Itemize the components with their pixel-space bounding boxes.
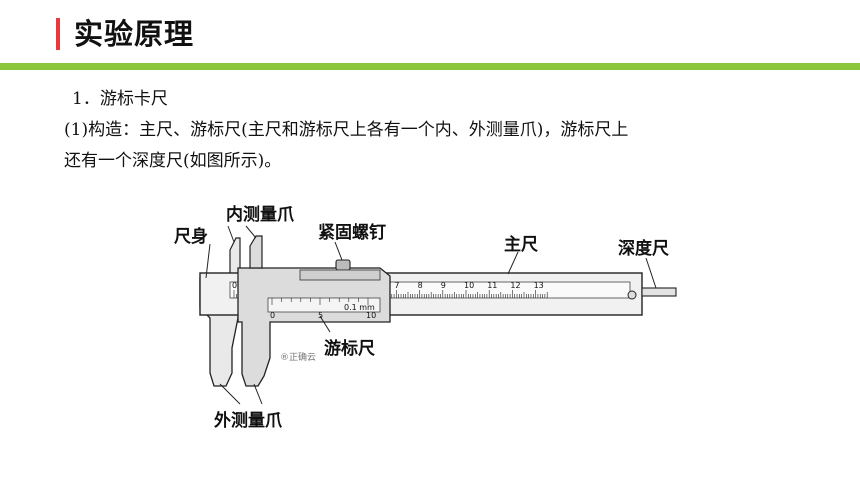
leader-depth-rod (645, 257, 657, 289)
label-inner-jaws: 内测量爪 (226, 204, 295, 225)
label-vernier: 游标尺 (324, 338, 375, 359)
label-main-scale: 主尺 (504, 234, 538, 255)
vernier-scale-ticks (271, 298, 369, 305)
label-depth-rod: 深度尺 (618, 238, 669, 259)
watermark: ®正确云 (280, 351, 316, 363)
label-lock-screw: 紧固螺钉 (318, 222, 386, 243)
moving-inner-jaw (249, 235, 263, 269)
main-tick-label: 10 (464, 281, 474, 290)
leader-inner-jaws-a (227, 225, 235, 243)
content-body: 1．游标卡尺 (1)构造：主尺、游标尺(主尺和游标尺上各有一个内、外测量爪)，游… (64, 84, 824, 177)
vernier-slider (237, 267, 391, 387)
end-screw-icon (627, 290, 637, 300)
leader-outer-jaws-b (253, 383, 263, 405)
leader-main-scale (507, 251, 519, 275)
label-body: 尺身 (174, 226, 208, 247)
main-tick-label: 9 (441, 281, 446, 290)
main-tick-label: 12 (510, 281, 520, 290)
vernier-num-0: 0 (270, 311, 275, 320)
leader-lock-screw (334, 241, 343, 261)
vernier-caliper-figure: 012345678910111213 0 5 10 0.1 mm 尺身 内测量爪… (170, 198, 690, 438)
main-tick-label: 11 (487, 281, 497, 290)
slider-top-plate (299, 269, 381, 281)
leader-outer-jaws-a (219, 383, 241, 405)
leader-vernier (319, 315, 331, 333)
vernier-num-10: 10 (366, 311, 376, 320)
paragraph-line-1: (1)构造：主尺、游标尺(主尺和游标尺上各有一个内、外测量爪)，游标尺上 (64, 120, 629, 140)
depth-rod (641, 287, 677, 297)
leader-inner-jaws-b (245, 225, 257, 239)
main-tick-label: 7 (394, 281, 399, 290)
caliper-diagram: 012345678910111213 0 5 10 0.1 mm 尺身 内测量爪… (174, 204, 677, 431)
lock-screw-icon (335, 259, 351, 271)
title-accent-bar (56, 18, 60, 50)
label-outer-jaws: 外测量爪 (214, 410, 283, 431)
leader-body (205, 243, 211, 279)
item-title: 1．游标卡尺 (72, 89, 168, 109)
page-title: 实验原理 (74, 17, 195, 51)
precision-label: 0.1 mm (344, 303, 375, 312)
vernier-scale-strip (267, 297, 381, 313)
main-tick-label: 13 (534, 281, 544, 290)
vernier-num-5: 5 (318, 311, 323, 320)
paragraph-line-2: 还有一个深度尺(如图所示)。 (64, 151, 282, 171)
header-divider (0, 63, 860, 70)
main-tick-label: 0 (232, 281, 237, 290)
main-tick-label: 8 (418, 281, 423, 290)
